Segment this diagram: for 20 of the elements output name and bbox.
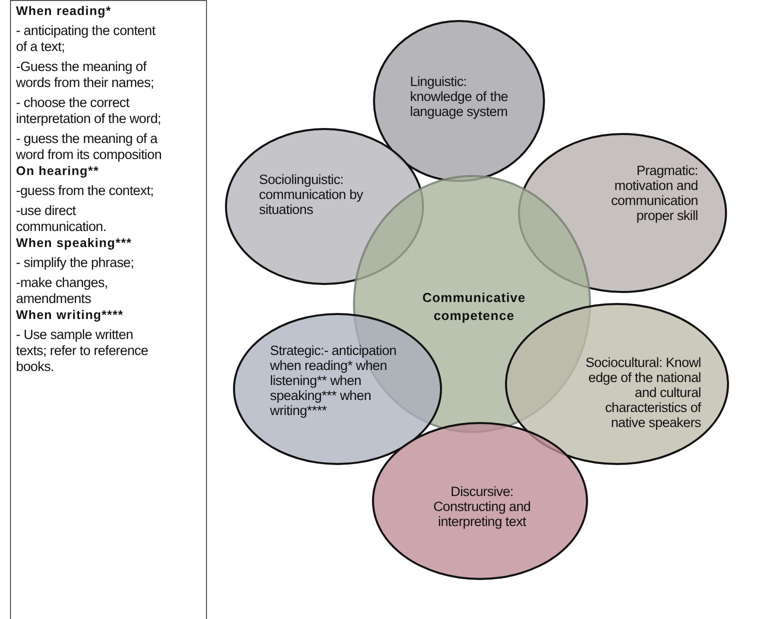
ellipse-label: Pragmatic: motivation and communication proper skill bbox=[610, 163, 698, 223]
list-item: - simplify the phrase; bbox=[16, 255, 135, 271]
ellipse-label: Sociocultural: Knowl edge of the national and cultural characteristics of native speakers bbox=[584, 355, 701, 430]
list-item: - anticipating the content of a text; bbox=[16, 23, 156, 55]
list-item: -make changes, amendments bbox=[16, 275, 109, 307]
section-heading: When speaking*** bbox=[16, 236, 133, 251]
list-item: - guess the meaning of a word from its composition bbox=[16, 131, 163, 163]
list-item: -use direct communication. bbox=[16, 203, 108, 235]
ellipse-label: Communicative competence bbox=[421, 289, 527, 325]
list-item: -guess from the context; bbox=[16, 183, 155, 199]
ellipse-label: Discursive: Constructing and interpreting text bbox=[432, 484, 532, 529]
list-item: - Use sample written texts; refer to reference books. bbox=[16, 327, 150, 375]
section-heading: When writing**** bbox=[16, 308, 125, 323]
section-heading: When reading* bbox=[16, 4, 112, 19]
ellipse-label: Sociolinguistic: communication by situations bbox=[259, 172, 364, 217]
list-item: -Guess the meaning of words from their names; bbox=[16, 59, 155, 91]
list-item: - choose the correct interpretation of the word; bbox=[16, 95, 162, 127]
ellipse-label: Strategic:- anticipation when reading* when listening** when speaking*** when writing**** bbox=[270, 343, 398, 418]
ellipse-label: Linguistic: knowledge of the language system bbox=[410, 74, 508, 119]
section-heading: On hearing** bbox=[16, 164, 100, 179]
